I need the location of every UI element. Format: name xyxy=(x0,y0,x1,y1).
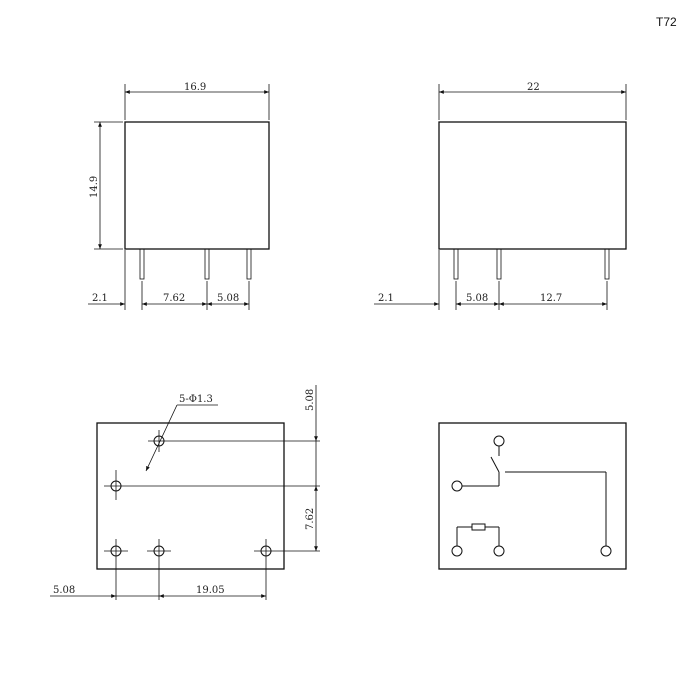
coil-symbol xyxy=(471,523,486,531)
switch-blade xyxy=(490,456,500,473)
side-pitch-a-label: 5.08 xyxy=(466,293,488,304)
side-pin-1 xyxy=(453,248,459,280)
hole-mid-left xyxy=(104,470,320,500)
side-pin-3 xyxy=(604,248,610,280)
front-height-label: 14.9 xyxy=(89,176,100,198)
side-view: 22 2.1 5.08 12.7 xyxy=(374,82,627,310)
front-width-label: 16.9 xyxy=(184,82,206,93)
bottom-body-outline xyxy=(96,422,285,570)
side-offset-label: 2.1 xyxy=(378,293,394,304)
side-body-outline xyxy=(438,121,627,250)
terminal-nc xyxy=(600,545,612,557)
hole-callout-leader xyxy=(145,404,178,472)
schematic-view xyxy=(438,422,627,570)
horizontal-span-label: 19.05 xyxy=(196,585,225,596)
side-pitch-b-label: 12.7 xyxy=(540,293,562,304)
front-offset-label: 2.1 xyxy=(92,293,108,304)
front-pin-2 xyxy=(204,248,210,280)
vertical-top-label: 5.08 xyxy=(305,389,316,411)
hole-bottom-3 xyxy=(254,539,320,600)
front-pin-1 xyxy=(139,248,145,280)
hole-top xyxy=(148,430,320,452)
side-pin-2 xyxy=(496,248,502,280)
coil-terminal-2 xyxy=(493,545,505,557)
bottom-view: 5-Φ1.3 5.08 7.62 5.08 19.05 xyxy=(50,385,320,600)
horizontal-left-label: 5.08 xyxy=(53,585,75,596)
hole-bottom-2 xyxy=(147,539,171,600)
front-pitch-a-label: 7.62 xyxy=(163,293,185,304)
model-label: T72 xyxy=(656,15,677,29)
terminal-no xyxy=(493,435,505,447)
front-pitch-b-label: 5.08 xyxy=(217,293,239,304)
vertical-mid-label: 7.62 xyxy=(305,508,316,530)
side-width-label: 22 xyxy=(527,82,540,93)
front-pin-3 xyxy=(246,248,252,280)
coil-terminal-1 xyxy=(451,545,463,557)
front-body-outline xyxy=(124,121,270,250)
schematic-outline xyxy=(438,422,627,570)
terminal-com xyxy=(451,480,463,492)
front-view: 16.9 14.9 2.1 7.62 5.08 xyxy=(88,82,270,310)
hole-bottom-1 xyxy=(104,539,128,600)
hole-callout-label: 5-Φ1.3 xyxy=(179,394,213,405)
